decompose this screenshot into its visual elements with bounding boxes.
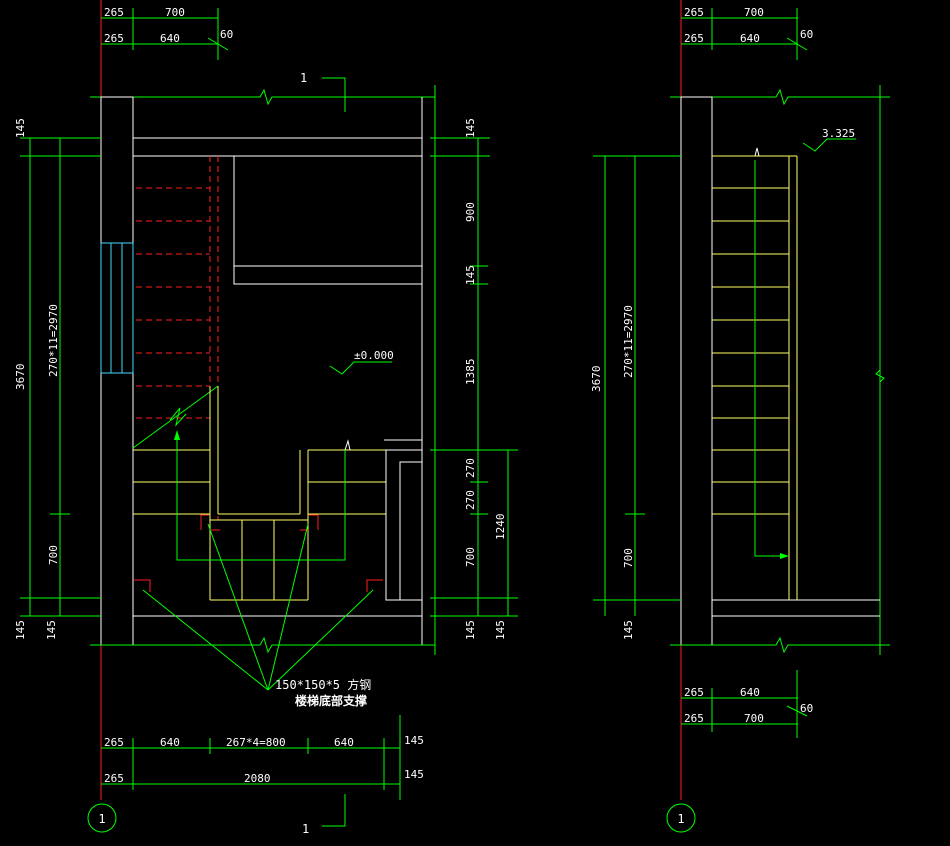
right-top-dim-700: 700	[744, 6, 764, 19]
left-top-dim-700: 700	[165, 6, 185, 19]
left-dim-145-bottom-b: 145	[45, 620, 58, 640]
right-dim-2970: 270*11=2970	[622, 305, 635, 378]
support-markers	[134, 514, 383, 592]
right-elevation-label: 3.325	[822, 127, 855, 140]
right-bottom-dim-265-a: 265	[684, 686, 704, 699]
bottom-dim-640-b: 640	[334, 736, 354, 749]
right-bottom-dim-265-b: 265	[684, 712, 704, 725]
section-mark-top: 1	[300, 71, 307, 85]
right-top-dim-60: 60	[800, 28, 813, 41]
right-walk-line	[754, 160, 785, 557]
right-elevation-marker	[802, 138, 856, 152]
left-top-dim-265-a: 265	[104, 6, 124, 19]
left-dim-2970: 270*11=2970	[47, 304, 60, 377]
right-bottom-dims	[681, 670, 808, 738]
stair-break-line	[132, 385, 219, 449]
walk-line	[176, 432, 346, 561]
left-top-dim-60: 60	[220, 28, 233, 41]
left-dim-145-top: 145	[14, 118, 27, 138]
right-plan: 1 265 700 265 640 60	[590, 0, 890, 833]
right-dim-145-bottom-b: 145	[494, 620, 507, 640]
walk-line-arrow	[174, 430, 180, 440]
right-dim-1240: 1240	[494, 514, 507, 541]
axis-label-right: 1	[677, 812, 684, 826]
right-top-dim-265-b: 265	[684, 32, 704, 45]
left-dim-145-bottom-a: 145	[14, 620, 27, 640]
right-dim-700: 700	[464, 547, 477, 567]
visible-stair	[133, 386, 386, 601]
elevation-label: ±0.000	[354, 349, 394, 362]
left-plan: 1 265 700 265 640 60 1	[14, 0, 518, 836]
right-dim-145-bottom: 145	[622, 620, 635, 640]
top-break-line	[90, 88, 435, 106]
bottom-dim-145-a: 145	[404, 734, 424, 747]
left-dim-3670: 3670	[14, 364, 27, 391]
annotation-leaders	[142, 523, 374, 691]
right-bottom-dim-60: 60	[800, 702, 813, 715]
right-dim-1385: 1385	[464, 359, 477, 386]
axis-label-left: 1	[98, 812, 105, 826]
right-left-vertical-dims	[593, 155, 681, 616]
section-mark-bottom-line	[322, 794, 346, 827]
window	[100, 242, 134, 374]
right-walk-line-arrow	[780, 553, 789, 559]
right-dim-145: 145	[464, 265, 477, 285]
bottom-dim-800: 267*4=800	[226, 736, 286, 749]
section-mark-top-line	[322, 77, 346, 112]
left-bottom-dims	[101, 715, 401, 800]
bottom-dim-265-b: 265	[104, 772, 124, 785]
right-dim-270-a: 270	[464, 458, 477, 478]
annotation-support: 楼梯底部支撑	[295, 693, 367, 708]
annotation-steel: 150*150*5 方钢	[275, 677, 371, 692]
right-dim-3670: 3670	[590, 366, 603, 393]
upper-room-inner	[233, 155, 423, 267]
bottom-break-line	[90, 636, 435, 654]
right-top-dim-265-a: 265	[684, 6, 704, 19]
section-mark-bottom: 1	[302, 822, 309, 836]
right-stair	[712, 155, 798, 600]
right-dim-900: 900	[464, 202, 477, 222]
elevation-marker	[329, 361, 392, 375]
bottom-dim-145-b: 145	[404, 768, 424, 781]
axis-bubble-left	[87, 803, 117, 833]
right-top-dim-640: 640	[740, 32, 760, 45]
right-dim-700-b: 700	[622, 548, 635, 568]
right-dim-270-b: 270	[464, 490, 477, 510]
right-vertical-dims	[430, 137, 518, 617]
bottom-dim-265-a: 265	[104, 736, 124, 749]
left-dim-700: 700	[47, 545, 60, 565]
axis-bubble-right	[666, 803, 696, 833]
right-bottom-dim-640: 640	[740, 686, 760, 699]
bottom-dim-2080: 2080	[244, 772, 271, 785]
right-wall	[680, 96, 713, 646]
left-top-dim-265-b: 265	[104, 32, 124, 45]
right-dim-145-bottom-a: 145	[464, 620, 477, 640]
left-vertical-dims	[20, 137, 101, 617]
left-wall	[100, 96, 134, 646]
upper-room-outer	[233, 155, 423, 285]
right-dim-145-top: 145	[464, 118, 477, 138]
left-top-dim-640: 640	[160, 32, 180, 45]
right-bottom-dim-700: 700	[744, 712, 764, 725]
bottom-dim-640-a: 640	[160, 736, 180, 749]
